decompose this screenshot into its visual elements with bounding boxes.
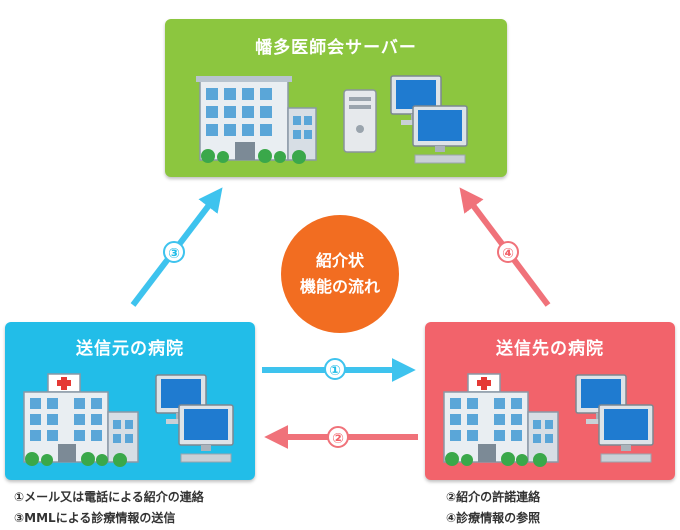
hospital-building-icon <box>23 373 139 467</box>
monitor-icon <box>575 374 627 424</box>
server-panel: 幡多医師会サーバー <box>165 19 507 177</box>
center-circle: 紹介状 機能の流れ <box>281 215 399 333</box>
destination-note-1: ②紹介の許諾連絡 <box>446 490 541 504</box>
center-line1: 紹介状 <box>315 251 364 270</box>
destination-note-2: ④診療情報の参照 <box>446 511 541 525</box>
center-line2: 機能の流れ <box>299 277 380 296</box>
monitor-icon <box>598 404 654 463</box>
source-hospital-panel: 送信元の病院 <box>5 322 255 480</box>
step4-badge: ④ <box>497 241 519 263</box>
monitor-icon <box>412 105 468 164</box>
server-title: 幡多医師会サーバー <box>255 38 417 58</box>
office-building-icon <box>196 76 317 164</box>
source-hospital-title: 送信元の病院 <box>76 339 184 359</box>
source-note-2: ③MMLによる診療情報の送信 <box>14 511 176 525</box>
step2-badge: ② <box>327 426 349 448</box>
destination-hospital-panel: 送信先の病院 <box>425 322 675 480</box>
source-note-1: ①メール又は電話による紹介の連絡 <box>14 490 204 504</box>
monitor-icon <box>178 404 234 463</box>
destination-hospital-title: 送信先の病院 <box>496 339 604 359</box>
server-tower-icon <box>343 89 377 153</box>
hospital-building-icon <box>443 373 559 467</box>
step3-badge: ③ <box>163 241 185 263</box>
monitor-icon <box>155 374 207 424</box>
step1-badge: ① <box>324 358 346 380</box>
